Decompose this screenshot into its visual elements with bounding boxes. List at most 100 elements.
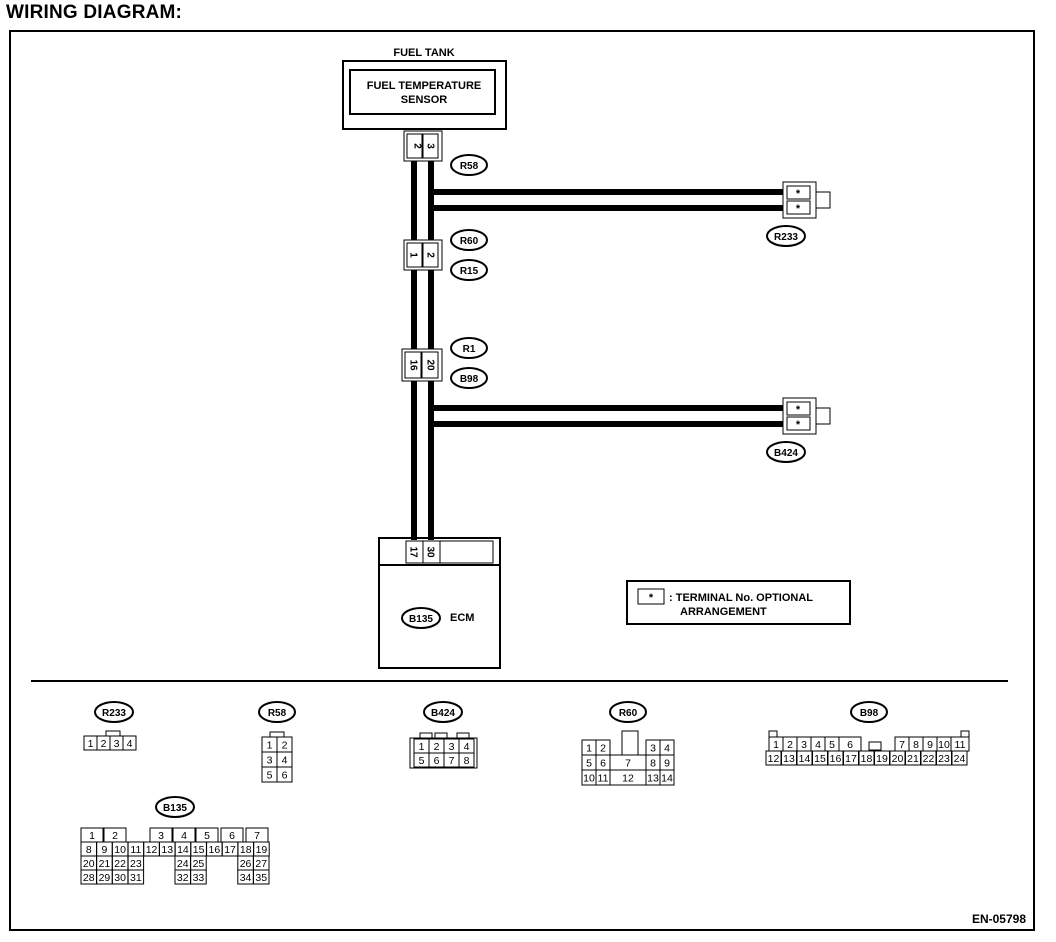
r60-pin-label: 13 [647,773,659,785]
r58-pin-label: 6 [282,770,288,782]
r60-pin-label: 6 [600,758,606,770]
connector-r1-b98: 16 20 [401,348,443,382]
svg-text:R1: R1 [463,344,476,355]
b98-pin-label: 17 [845,753,857,765]
b135-pin-label: 10 [114,844,126,856]
b135-pin-label: 33 [193,872,205,884]
b424-pin-label: 5 [419,755,425,767]
sensor-label-line2: SENSOR [401,94,448,106]
b98-pin-label: 18 [861,753,873,765]
b135-pin-label: 17 [224,844,236,856]
r60-pin-label: 8 [650,758,656,770]
b135-pin-label: 1 [89,830,95,842]
tag-b98: B98 [450,367,488,389]
tag-r233: R233 [766,225,806,247]
b135-pin-label: 34 [240,872,252,884]
b98-pin-label: 14 [799,753,811,765]
ecm-label: ECM [450,612,474,624]
b135-pin-label: 20 [83,858,95,870]
b424-pin-a: * [796,404,801,416]
b135-pin-label: 23 [130,858,142,870]
legend-symbol: * [649,592,654,604]
b98-pin-label: 5 [829,739,835,751]
r60-pin-label: 5 [586,758,592,770]
b424-pin-label: 1 [419,741,425,753]
b135-pin-label: 26 [240,858,252,870]
r60-pin-label: 3 [650,743,656,755]
b135-pin-label: 28 [83,872,95,884]
b135-pin-label: 30 [114,872,126,884]
b135-pin-label: 11 [130,844,141,856]
b135-pin-label: 15 [193,844,205,856]
b135-pin-label: 8 [86,844,92,856]
ecm-pin-17: 17 [408,546,419,558]
b424-pin-label: 2 [434,741,440,753]
b98-pin-label: 23 [938,753,950,765]
r1-pin-16: 16 [408,359,419,371]
r233-pin-label: 3 [114,738,120,750]
r60-pin-label: 10 [583,773,595,785]
b135-pin-label: 5 [204,830,210,842]
r60-pin-label: 2 [600,743,606,755]
legend-line2: ARRANGEMENT [680,606,767,618]
b135-pin-label: 22 [114,858,126,870]
connector-r58: 2 3 [403,130,443,162]
legend: * : TERMINAL No. OPTIONAL ARRANGEMENT [626,580,851,625]
tag-r15: R15 [450,259,488,281]
b98-pin-cell [951,750,968,766]
r233-pin-cell [122,735,137,751]
r58-pin-label: 5 [267,770,273,782]
b424-pin-label: 6 [434,755,440,767]
b98-pin-label: 16 [830,753,842,765]
svg-text:R58: R58 [268,708,287,719]
b98-pin-label: 11 [955,739,966,751]
b135-pin-label: 32 [177,872,189,884]
b98-pin-label: 9 [927,739,933,751]
b424-pin-b: * [796,419,801,431]
b135-pin-label: 21 [99,858,111,870]
r233-pin-b: * [796,203,801,215]
b424-pin-label: 3 [449,741,455,753]
ecm-pin-30: 30 [425,546,436,558]
b135-pin-label: 13 [161,844,173,856]
b135-pin-label: 31 [130,872,142,884]
r60-pin-label: 4 [664,743,670,755]
r60-pin-label: 14 [661,773,673,785]
b135-pin-label: 24 [177,858,189,870]
r233-pin-label: 2 [101,738,107,750]
b135-pin-label: 2 [112,830,118,842]
r58-pin-1: 2 [412,143,423,149]
b135-pin-label: 25 [193,858,205,870]
b135-pin-cell [253,869,270,885]
r60-pin-label: 1 [586,743,592,755]
b135-pin-label: 14 [177,844,189,856]
tag-r1: R1 [450,337,488,359]
r1-pin-20: 20 [425,359,436,371]
sensor-label-line1: FUEL TEMPERATURE [367,80,482,92]
b135-pin-label: 3 [158,830,164,842]
tag-b135 [401,607,441,629]
b98-pin-label: 8 [913,739,919,751]
r60-pin-cell [659,769,675,786]
fuel-tank-label: FUEL TANK [393,47,454,59]
svg-text:R58: R58 [460,161,479,172]
b98-pin-label: 2 [787,739,793,751]
tag-b424: B424 [766,441,806,463]
b135-pin-label: 12 [146,844,158,856]
b135-pin-cell [190,869,207,885]
b98-pin-label: 15 [814,753,826,765]
svg-text:R233: R233 [774,232,798,243]
tag-r58: R58 [450,154,488,176]
b424-pin-label: 7 [449,755,455,767]
fuel-temperature-sensor [349,69,496,115]
b135-pin-label: 9 [102,844,108,856]
b98-pin-label: 19 [876,753,888,765]
r58-pin-2: 3 [425,143,436,149]
fuel-tank-box [342,60,507,130]
b424-pin-label: 8 [464,755,470,767]
